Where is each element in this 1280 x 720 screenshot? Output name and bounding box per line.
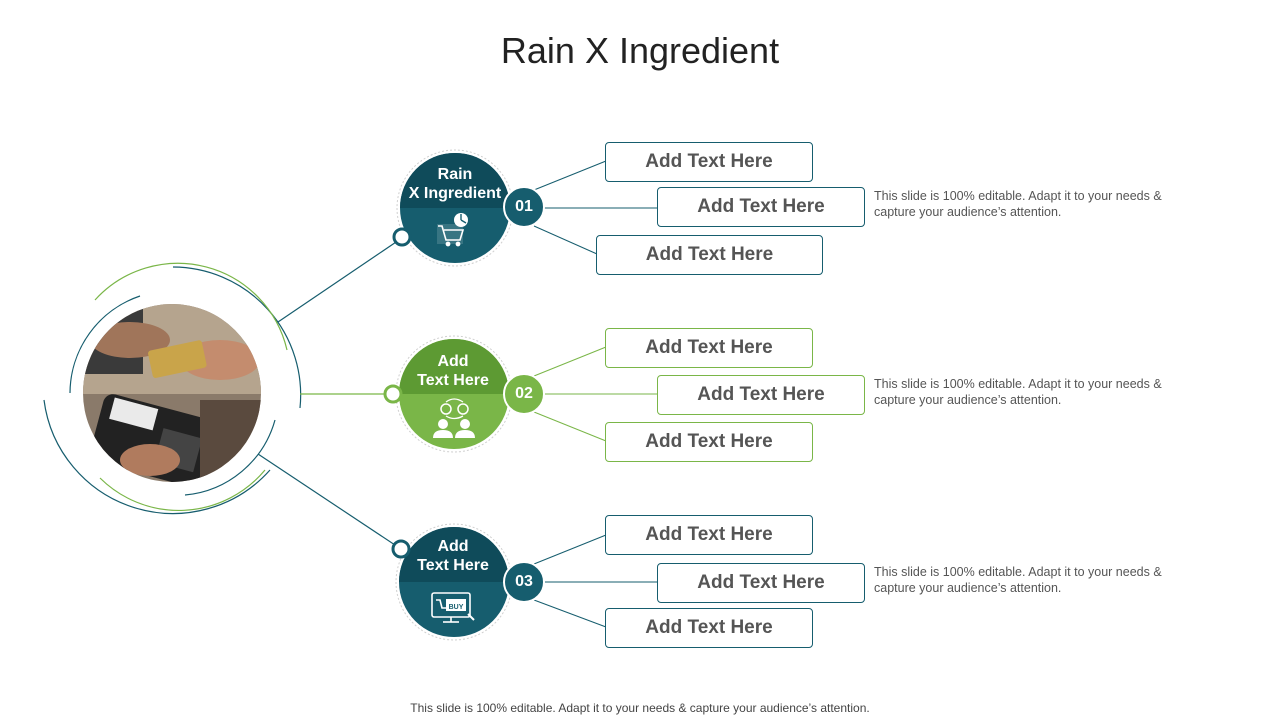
text-box-2-2[interactable]: Add Text Here [657, 375, 865, 415]
branches-1 [533, 160, 658, 255]
people-exchange-icon [433, 398, 475, 438]
branches-3 [533, 534, 658, 628]
circle-2 [383, 335, 513, 453]
number-badge-1 [503, 186, 545, 228]
text-box-1-3[interactable]: Add Text Here [596, 235, 823, 275]
number-label-1: 01 [515, 198, 533, 215]
text-box-3-2[interactable]: Add Text Here [657, 563, 865, 603]
number-badge-2 [503, 373, 545, 415]
number-label-2: 02 [515, 385, 533, 402]
number-badge-3 [503, 561, 545, 603]
branches-2 [533, 346, 658, 442]
description-3: This slide is 100% editable. Adapt it to… [874, 565, 1162, 595]
text-box-3-3[interactable]: Add Text Here [605, 608, 813, 648]
card-payment-photo [83, 304, 261, 482]
decorative-arcs [43, 262, 302, 515]
circle-3 [391, 523, 513, 641]
buy-monitor-icon: BUY [431, 592, 475, 623]
description-2: This slide is 100% editable. Adapt it to… [874, 377, 1162, 407]
description-1: This slide is 100% editable. Adapt it to… [874, 189, 1162, 219]
svg-text:BUY: BUY [449, 604, 464, 611]
text-box-3-1[interactable]: Add Text Here [605, 515, 813, 555]
text-box-1-2[interactable]: Add Text Here [657, 187, 865, 227]
connector-1 [277, 237, 403, 323]
shopping-cart-icon [437, 213, 468, 247]
text-box-1-1[interactable]: Add Text Here [605, 142, 813, 182]
text-box-2-1[interactable]: Add Text Here [605, 328, 813, 368]
connector-3 [257, 453, 402, 550]
page-title: Rain X Ingredient [500, 30, 780, 71]
text-box-2-3[interactable]: Add Text Here [605, 422, 813, 462]
footer-note: This slide is 100% editable. Adapt it to… [410, 701, 870, 715]
circle-1 [392, 149, 514, 267]
number-label-3: 03 [515, 573, 533, 590]
